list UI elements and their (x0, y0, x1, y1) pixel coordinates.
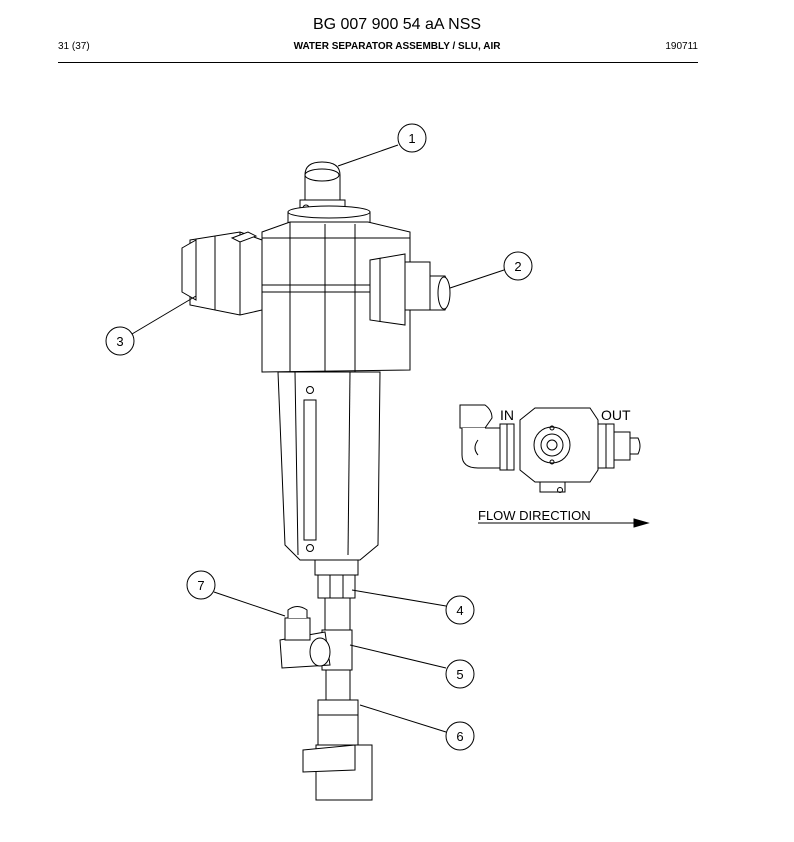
callout-6: 6 (359, 704, 475, 751)
callout-4: 4 (351, 589, 475, 625)
callout-label: 3 (116, 334, 123, 349)
callout-1: 1 (337, 123, 427, 167)
flow-arrow-icon (633, 518, 650, 528)
callout-label: 1 (408, 131, 415, 146)
callout-2: 2 (449, 251, 533, 289)
flow-direction-label: FLOW DIRECTION (478, 508, 591, 523)
assembly-title: WATER SEPARATOR ASSEMBLY / SLU, AIR (293, 41, 501, 52)
outlet-label: OUT (601, 407, 631, 423)
callout-label: 7 (197, 578, 204, 593)
callout-label: 4 (456, 603, 463, 618)
document-title: BG 007 900 54 aA NSS (312, 16, 482, 33)
inlet-label: IN (500, 407, 514, 423)
callout-label: 2 (514, 259, 521, 274)
water-separator-body (181, 161, 451, 801)
callout-3: 3 (105, 295, 197, 356)
flow-detail-view: IN OUT FLOW DIRECTION (459, 404, 650, 528)
callout-5: 5 (349, 644, 475, 689)
callout-7: 7 (186, 570, 286, 617)
date-code: 190711 (665, 41, 698, 52)
callout-label: 6 (456, 729, 463, 744)
header-rule (58, 62, 698, 63)
page-number: 31 (37) (58, 41, 90, 52)
callout-label: 5 (456, 667, 463, 682)
